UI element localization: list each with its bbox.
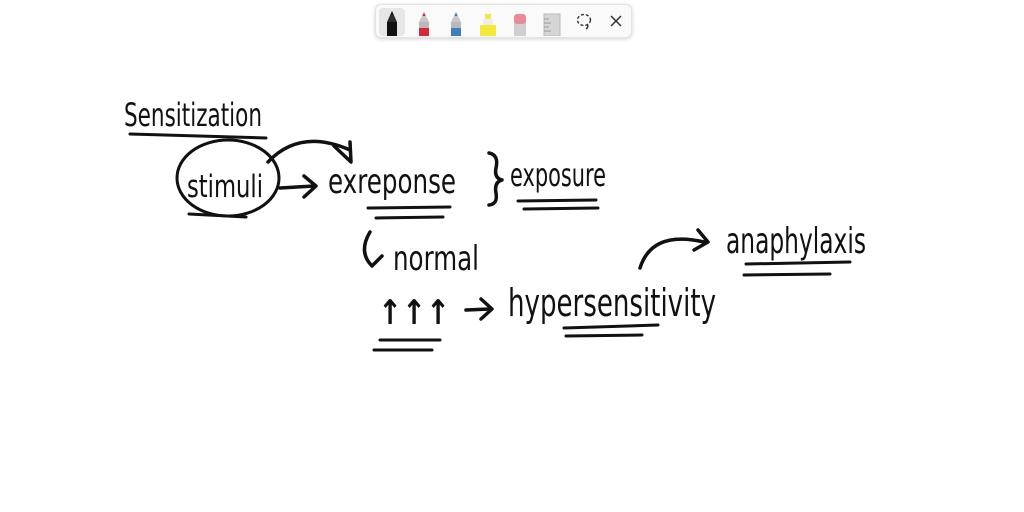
ruler-icon	[543, 13, 561, 36]
lasso-select-button[interactable]	[574, 11, 594, 31]
normal-text: normal	[393, 239, 479, 279]
sensitization-text: Sensitization	[124, 96, 262, 134]
arrow-to-hypersensitivity	[464, 307, 492, 312]
inking-toolbar	[375, 4, 632, 38]
pen-icon	[387, 11, 397, 36]
highlighter-tool[interactable]	[475, 8, 501, 36]
eraser-tool[interactable]	[507, 8, 533, 36]
response-text: exreponse	[328, 162, 456, 202]
arrow-to-response-head	[302, 174, 318, 199]
red-pen-tool[interactable]	[411, 8, 437, 36]
black-pen-tool[interactable]	[379, 8, 405, 36]
pen-icon	[419, 12, 429, 36]
close-toolbar-button[interactable]	[606, 11, 626, 31]
arrow-to-hypersensitivity-head	[479, 297, 494, 321]
exposure-underline-1	[516, 198, 598, 203]
curly-brace	[487, 151, 504, 207]
exposure-text: exposure	[510, 156, 606, 194]
eraser-icon	[514, 14, 526, 36]
anaphylaxis-text: anaphylaxis	[726, 221, 866, 262]
hook-arrow	[362, 230, 384, 268]
anaphylaxis-underline-2	[742, 272, 832, 277]
curved-arrow-top-head	[332, 140, 353, 164]
curved-arrow-anaphylaxis	[638, 237, 706, 270]
curved-arrow-top	[266, 139, 352, 164]
hypersensitivity-underline-1	[562, 323, 660, 330]
stimuli-underline	[187, 212, 248, 219]
exposure-underline-2	[522, 206, 600, 211]
close-icon	[610, 15, 622, 27]
arrow-to-response	[278, 184, 316, 190]
blue-pen-tool[interactable]	[443, 8, 469, 36]
stimuli-text: stimuli	[187, 169, 263, 205]
hypersensitivity-underline-2	[564, 333, 644, 338]
pen-icon	[451, 12, 461, 36]
lasso-select-icon	[576, 13, 592, 30]
anaphylaxis-underline-1	[744, 260, 852, 266]
ruler-tool[interactable]	[539, 8, 565, 36]
sensitization-underline	[128, 132, 268, 140]
curved-arrow-anaphylaxis-head	[692, 228, 710, 252]
increase-arrows: ↑↑↑	[378, 293, 450, 333]
highlighter-icon	[480, 14, 496, 36]
hypersensitivity-text: hypersensitivity	[508, 281, 716, 325]
response-underline-2	[374, 215, 445, 220]
response-underline-1	[366, 205, 452, 210]
